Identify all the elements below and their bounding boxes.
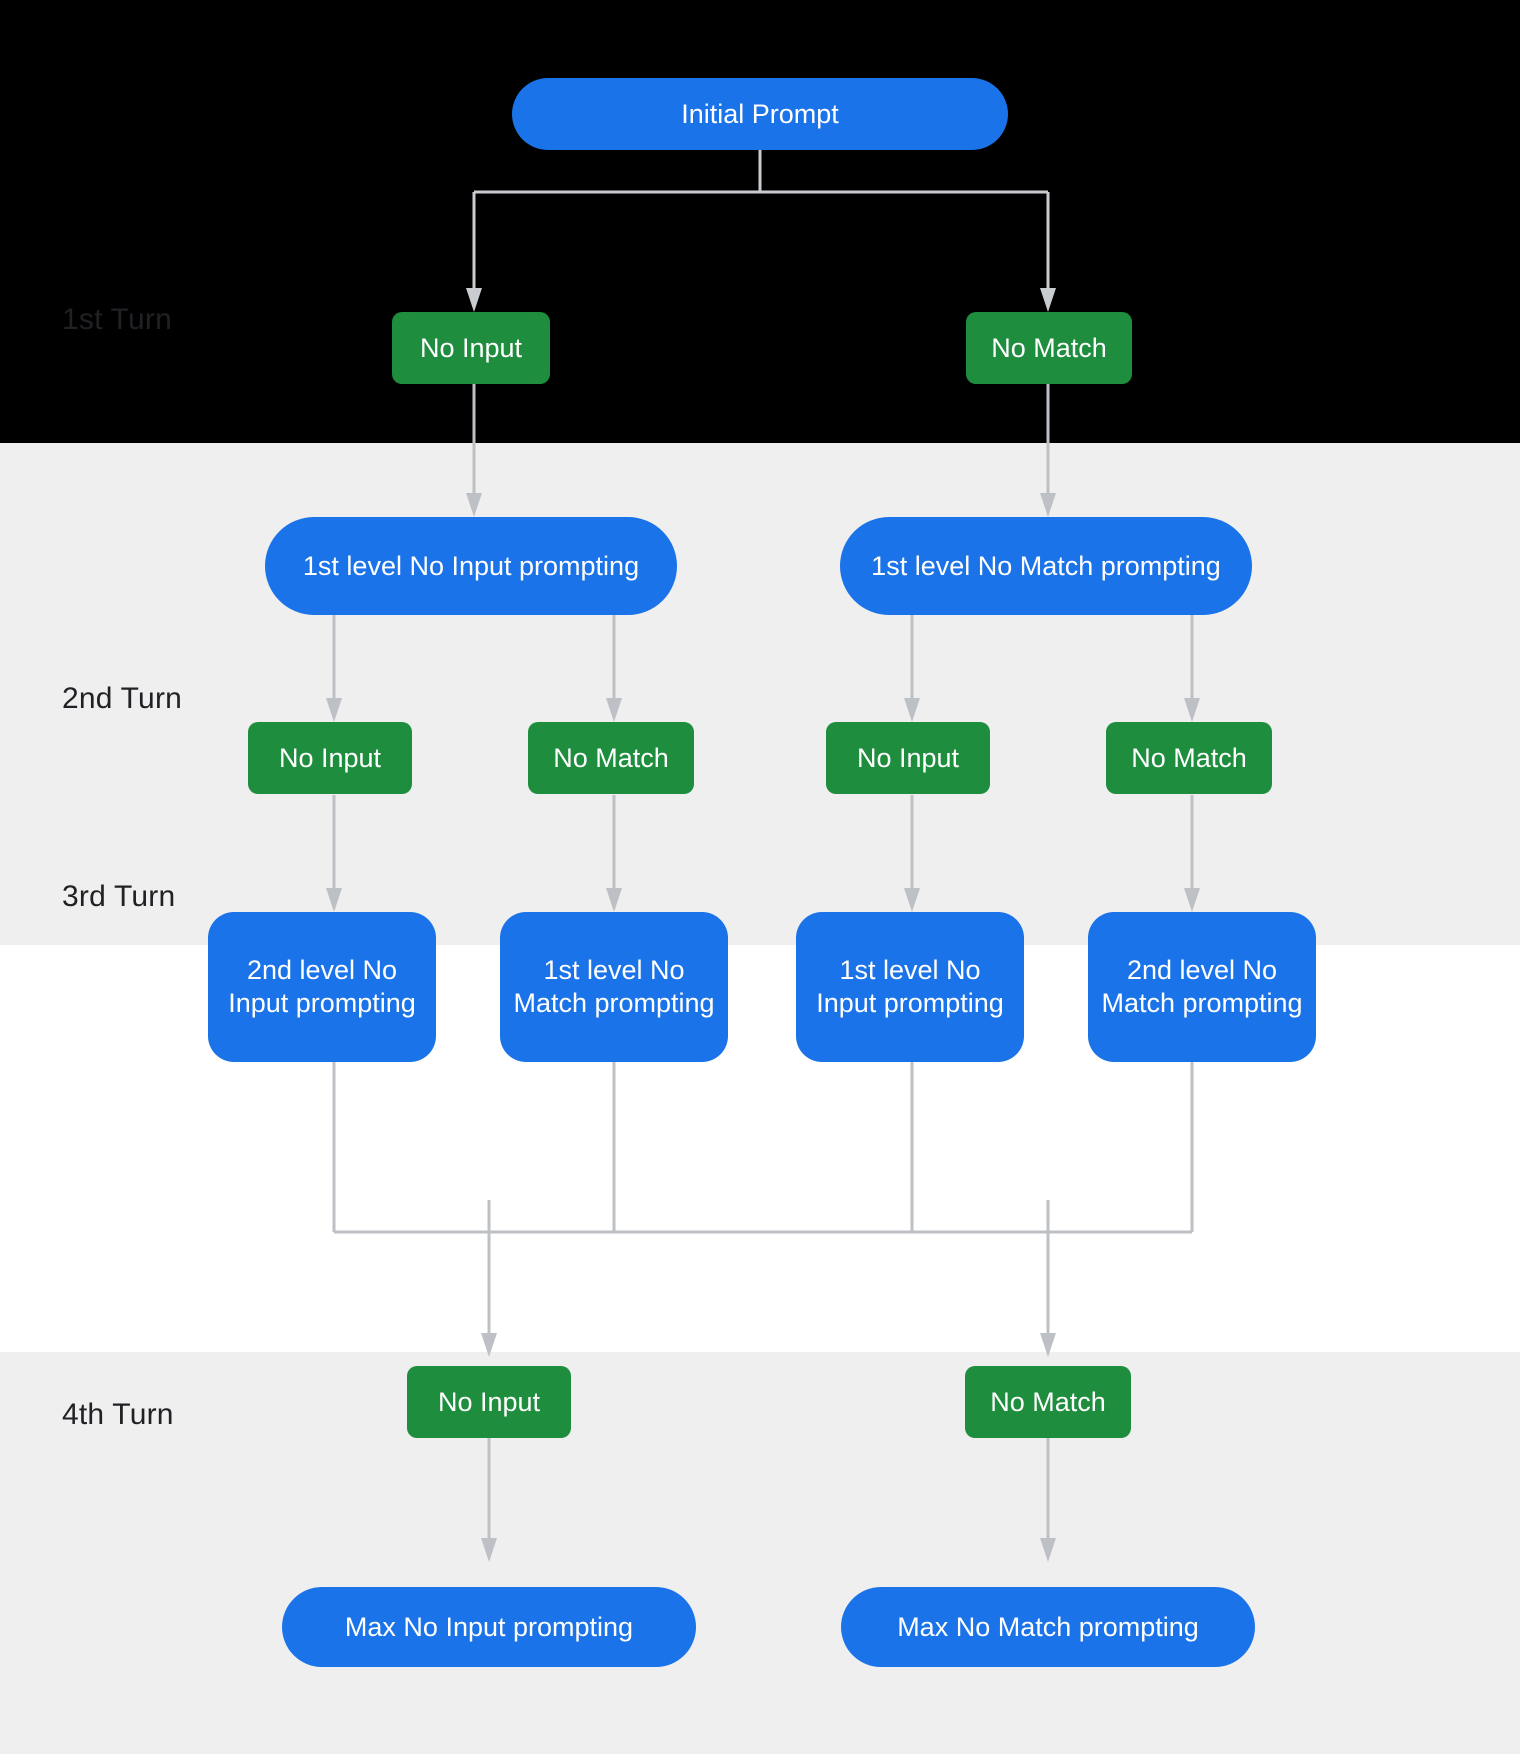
turn-label-2nd: 2nd Turn [62, 682, 183, 715]
node-t3-no-match[interactable]: No Match [965, 1366, 1131, 1438]
node-t3-first-level-no-input-prompting[interactable]: 1st level No Input prompting [796, 912, 1024, 1062]
node-t3-second-level-no-input-prompting[interactable]: 2nd level No Input prompting [208, 912, 436, 1062]
turn-label-3rd: 3rd Turn [62, 880, 176, 913]
node-t2-first-level-no-input-prompting[interactable]: 1st level No Input prompting [265, 517, 677, 615]
node-initial-prompt[interactable]: Initial Prompt [512, 78, 1008, 150]
node-t4-max-no-input-prompting[interactable]: Max No Input prompting [282, 1587, 696, 1667]
node-t2-no-input-a[interactable]: No Input [248, 722, 412, 794]
node-t3-second-level-no-match-prompting[interactable]: 2nd level No Match prompting [1088, 912, 1316, 1062]
node-t2-no-input-b[interactable]: No Input [826, 722, 990, 794]
node-t2-no-match-b[interactable]: No Match [1106, 722, 1272, 794]
band-turn-2 [0, 443, 1520, 945]
node-t1-no-input[interactable]: No Input [392, 312, 550, 384]
node-t4-max-no-match-prompting[interactable]: Max No Match prompting [841, 1587, 1255, 1667]
node-t1-no-match[interactable]: No Match [966, 312, 1132, 384]
node-t2-no-match-a[interactable]: No Match [528, 722, 694, 794]
band-turn-1 [0, 0, 1520, 443]
turn-label-4th: 4th Turn [62, 1398, 174, 1431]
band-turn-4 [0, 1352, 1520, 1754]
turn-label-1st: 1st Turn [62, 303, 172, 336]
node-t2-first-level-no-match-prompting[interactable]: 1st level No Match prompting [840, 517, 1252, 615]
node-t3-no-input[interactable]: No Input [407, 1366, 571, 1438]
node-t3-first-level-no-match-prompting[interactable]: 1st level No Match prompting [500, 912, 728, 1062]
